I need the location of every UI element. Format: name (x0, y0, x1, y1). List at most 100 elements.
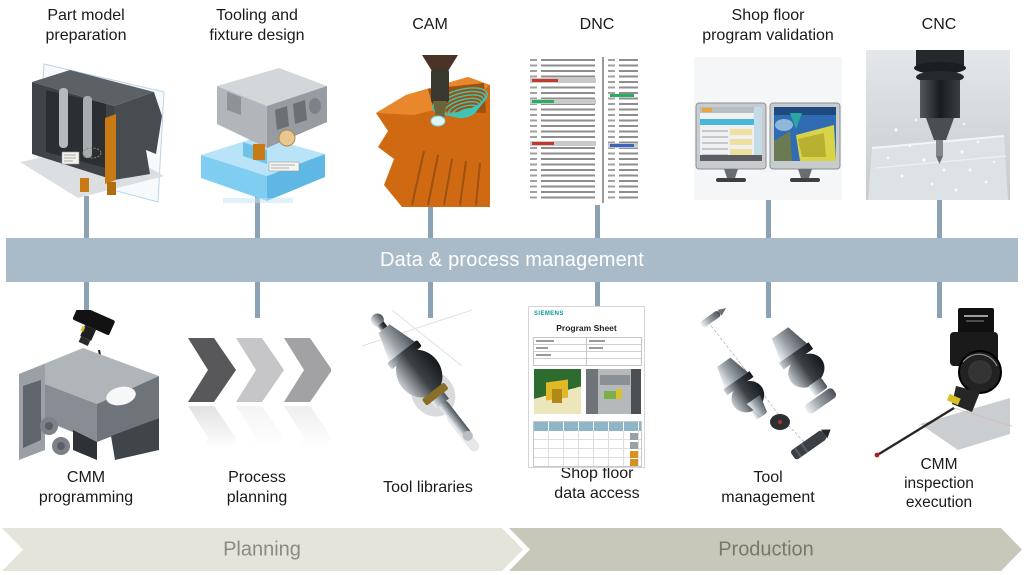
siemens-logo-text: SIEMENS (534, 311, 564, 317)
planning-label: Planning (223, 538, 301, 561)
dnc-line-numbers-right (608, 59, 615, 201)
connector-top-6 (937, 196, 942, 240)
ps-machine-part (604, 391, 616, 399)
dnc-image (528, 55, 640, 205)
ps-machine-top (600, 375, 630, 385)
label-shop-floor-program-validation: Shop floor program validation (673, 6, 863, 45)
label-cmm-programming: CMM programming (0, 468, 181, 507)
connector-top-1 (84, 196, 89, 240)
label-dnc: DNC (502, 15, 692, 35)
label-line: planning (226, 488, 288, 506)
tool-holder-illustration (361, 309, 480, 452)
band-label: Data & process management (379, 248, 645, 271)
connector-top-2 (255, 196, 260, 240)
dual-monitor-illustration (694, 57, 842, 200)
ps-row-thumb (630, 433, 638, 440)
cnc-spindle-photo (866, 50, 1010, 200)
label-part-model-preparation: Part model preparation (0, 6, 181, 45)
ps-machine-part (616, 389, 622, 399)
label-line: Tool (753, 469, 783, 486)
label-process-planning: Process planning (162, 468, 352, 507)
label-line: fixture design (209, 26, 305, 44)
label-line: CAM (412, 16, 448, 33)
planning-arrow (2, 528, 523, 571)
tooling-fixture-illustration (201, 68, 327, 203)
label-line: Process (228, 469, 286, 486)
label-line: CNC (921, 16, 957, 33)
label-line: programming (38, 488, 134, 506)
data-process-management-band: Data & process management (6, 238, 1018, 282)
label-line: program validation (702, 26, 834, 44)
ps-machine-thumbnail (586, 369, 641, 414)
label-cnc: CNC (844, 15, 1024, 35)
tooling-fixture-design-image (183, 60, 333, 205)
shop-floor-data-access-image: SIEMENS Program Sheet (528, 306, 645, 468)
connector-bottom-2 (255, 280, 260, 318)
connector-bottom-1 (84, 280, 89, 318)
program-sheet-header-table (533, 337, 642, 366)
chevron-arrows-illustration (184, 338, 332, 470)
cnc-image (866, 50, 1010, 200)
cmm-programming-illustration (19, 305, 159, 460)
ps-cad-part-shade (552, 389, 562, 403)
phase-arrows (2, 528, 1022, 571)
ps-cad-thumbnail (534, 369, 581, 414)
tool-components-illustration (700, 308, 837, 460)
ps-row-thumb (630, 442, 638, 449)
ps-field-bar (536, 354, 551, 356)
connector-bottom-6 (937, 280, 942, 318)
label-line: execution (905, 493, 973, 511)
label-line: management (721, 488, 815, 506)
dnc-code-column-right (619, 59, 638, 201)
label-shop-floor-data-access: Shop floor data access (502, 464, 692, 503)
connector-top-4 (595, 196, 600, 240)
process-planning-image (184, 316, 332, 470)
dnc-highlight-red (530, 78, 596, 83)
shop-floor-program-validation-image (694, 57, 842, 200)
ps-machine-frame (586, 369, 598, 414)
label-line: Shop floor (731, 7, 805, 24)
ps-field-bar (589, 340, 605, 342)
dnc-highlight-green-right (608, 93, 638, 98)
label-line: inspection (904, 474, 974, 492)
dnc-divider (602, 57, 604, 203)
connector-top-5 (766, 196, 771, 240)
label-tool-libraries: Tool libraries (333, 478, 523, 498)
label-line: CMM (66, 469, 106, 486)
label-tool-management: Tool management (673, 468, 863, 507)
program-sheet-title: Program Sheet (556, 323, 617, 333)
tool-management-image (692, 306, 848, 461)
label-line: Part model (47, 7, 125, 24)
label-line: data access (554, 484, 640, 502)
label-tooling-fixture-design: Tooling and fixture design (162, 6, 352, 45)
cam-illustration (376, 55, 490, 207)
ps-table-header (534, 422, 641, 431)
label-line: Tool libraries (383, 479, 473, 496)
ps-row-thumb (630, 459, 638, 466)
ps-row-thumb (630, 451, 638, 458)
connector-bottom-4 (595, 280, 600, 318)
part-model-preparation-image (12, 58, 168, 208)
label-line: DNC (579, 16, 615, 33)
cmm-programming-image (15, 305, 162, 465)
production-label: Production (718, 538, 814, 561)
connector-bottom-5 (766, 280, 771, 318)
connector-bottom-3 (428, 280, 433, 318)
dnc-highlight-green (530, 99, 596, 104)
cmm-inspection-execution-image (862, 306, 1013, 464)
cam-image (372, 55, 492, 207)
production-arrow (509, 528, 1022, 571)
dnc-highlight-red2 (530, 141, 596, 146)
label-cam: CAM (335, 15, 525, 35)
ps-field-bar (536, 340, 554, 342)
ps-table-rows (534, 431, 641, 466)
label-line: Tooling and (216, 7, 298, 24)
dnc-highlight-blue-right (608, 143, 638, 148)
ps-machine-frame (631, 369, 641, 414)
label-cmm-inspection-execution: CMM inspection execution (844, 456, 1024, 513)
cmm-probe-illustration (874, 308, 1013, 458)
tool-libraries-image (352, 306, 500, 456)
dnc-line-numbers (530, 59, 537, 201)
label-line: preparation (45, 26, 127, 44)
